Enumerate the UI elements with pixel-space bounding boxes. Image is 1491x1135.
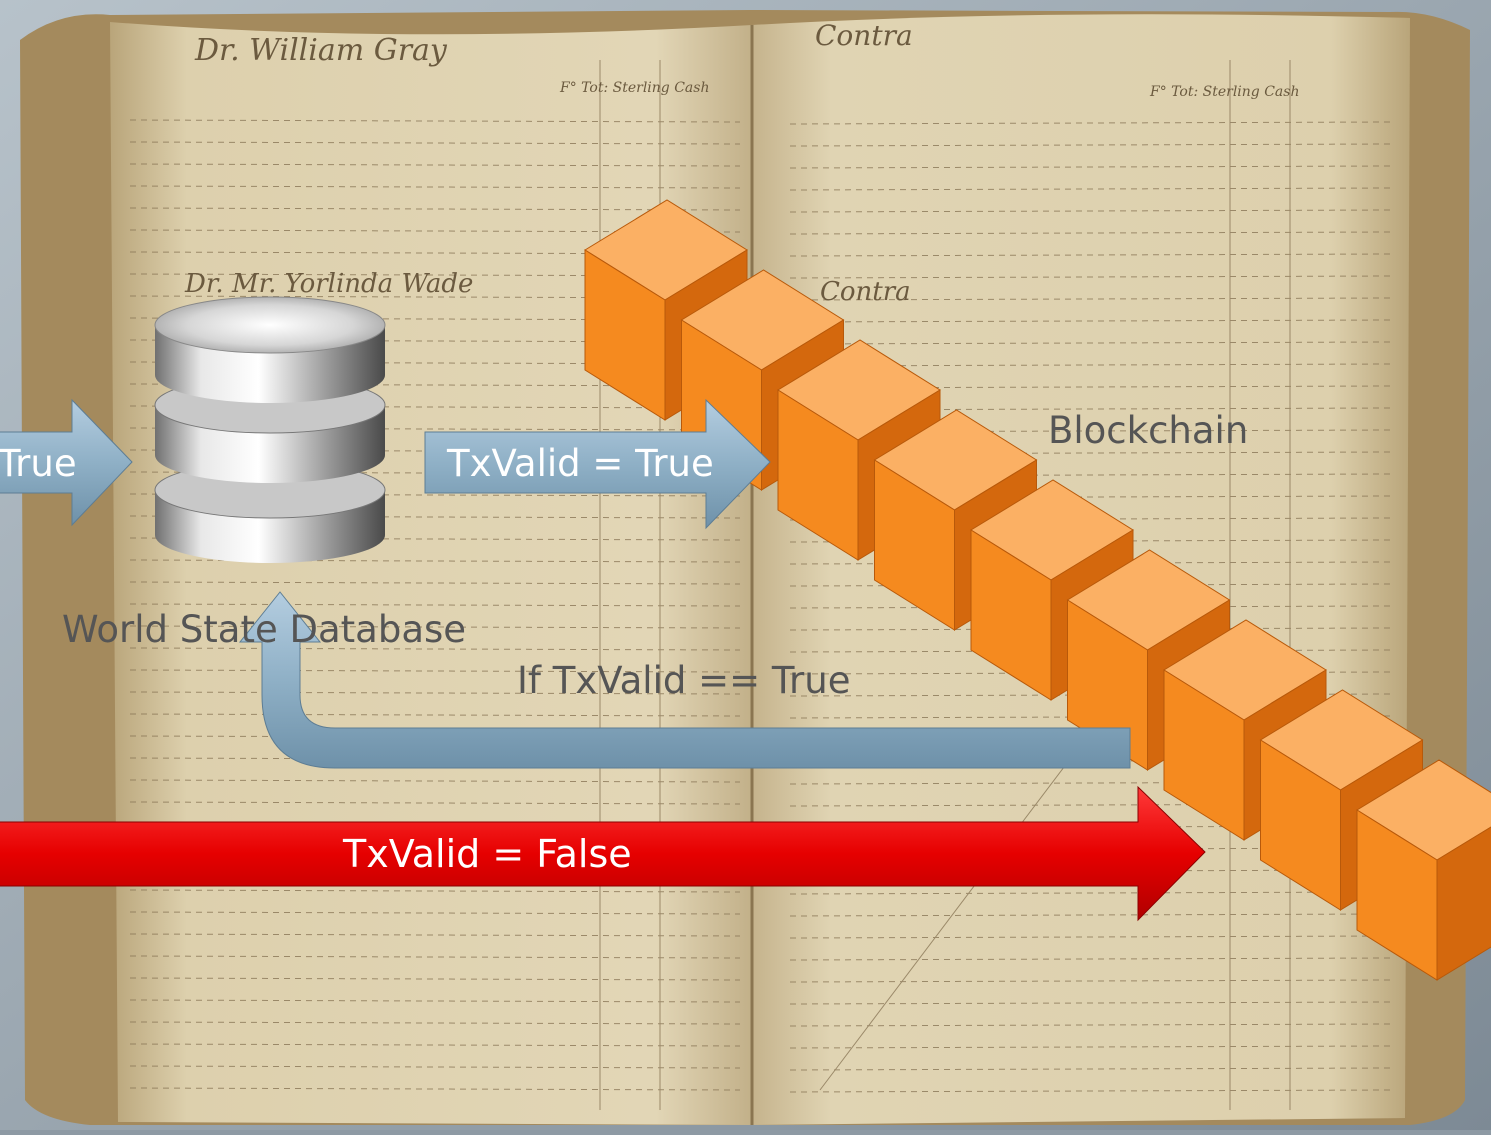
ledger-line: [129, 1087, 741, 1091]
ledger-line: [129, 955, 741, 959]
ledger-line: [129, 1021, 741, 1025]
left-page-header: Dr. William Gray: [194, 33, 448, 68]
database-label: World State Database: [62, 608, 466, 651]
right-page-header: Contra: [815, 19, 913, 52]
ledger-line: [129, 691, 741, 695]
ledger-line: [129, 603, 741, 607]
block-icon: [1356, 759, 1491, 981]
ledger-line: [129, 647, 741, 651]
ledger-line: [129, 801, 741, 805]
blockchain-label: Blockchain: [1048, 409, 1248, 452]
right-subheader: Contra: [820, 277, 911, 307]
feedback-arrow: [238, 591, 1131, 769]
ledger-line: [129, 207, 741, 211]
left-subheader: Dr. Mr. Yorlinda Wade: [184, 269, 473, 299]
ledger-line: [129, 669, 741, 673]
ledger-line: [129, 581, 741, 585]
valid-arrow: [424, 398, 771, 530]
ledger-line: [129, 933, 741, 937]
ledger-line: [129, 185, 741, 189]
ledger-line: [129, 1065, 741, 1069]
ledger-line: [129, 977, 741, 981]
ledger-line: [129, 779, 741, 783]
ledger-line: [129, 163, 741, 167]
ledger-line: [129, 911, 741, 915]
ledger-line: [129, 713, 741, 717]
left-columns-header: F° Tot: Sterling Cash: [559, 80, 709, 96]
ledger-line: [129, 141, 741, 145]
database-icon: [154, 296, 386, 563]
invalid-arrow: [0, 785, 1206, 922]
ledger-line: [129, 625, 741, 629]
input-arrow-label: True: [0, 442, 77, 485]
feedback-label: If TxValid == True: [517, 659, 850, 702]
ledger-line: [129, 119, 741, 123]
ledger-line: [129, 999, 741, 1003]
ledger-line: [129, 889, 741, 893]
valid-arrow-label: TxValid = True: [446, 442, 714, 485]
input-arrow: [0, 398, 133, 527]
right-columns-header: F° Tot: Sterling Cash: [1149, 84, 1299, 100]
ledger-line: [129, 1043, 741, 1047]
invalid-arrow-label: TxValid = False: [342, 832, 632, 876]
